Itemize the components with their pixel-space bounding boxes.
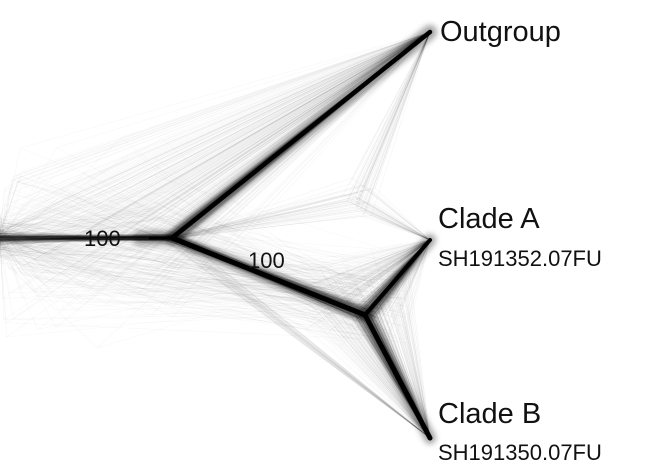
tree-sample-line: [356, 191, 431, 241]
tree-sample-line: [363, 184, 431, 241]
tree-sample-line: [356, 209, 431, 241]
tree-sample-line: [355, 202, 431, 241]
tree-sample-line: [181, 31, 431, 239]
branch-internal-ab: [169, 235, 368, 318]
tree-sample-line: [163, 31, 431, 239]
consensus-tree: [148, 29, 433, 441]
tree-sample-line: [360, 210, 431, 241]
tree-sample-line: [178, 31, 431, 239]
tree-sample-line: [167, 31, 431, 239]
tree-sample-line: [350, 183, 431, 241]
taxon-label-outgroup: Outgroup: [440, 16, 561, 48]
tree-sample-line: [365, 189, 431, 241]
tree-sample-line: [169, 31, 431, 239]
tree-sample-line: [168, 31, 431, 239]
tree-sample-line: [370, 188, 431, 241]
tree-sample-line: [346, 200, 431, 241]
tree-sample-line: [182, 31, 431, 239]
tree-sample-line: [359, 208, 431, 241]
tree-sample-line: [355, 193, 431, 241]
tree-sample-line: [355, 206, 431, 241]
tree-sample-line: [355, 200, 431, 241]
tree-sample-line: [351, 177, 431, 241]
tree-sample-line: [173, 31, 431, 239]
tree-sample-line: [365, 201, 431, 241]
accession-clade-b: SH191350.07FU: [438, 440, 602, 465]
tree-sample-line: [356, 207, 431, 241]
tree-sample-line: [358, 205, 431, 241]
tree-sample-line: [181, 31, 431, 239]
branch-outgroup: [169, 29, 433, 241]
tree-sample-line: [167, 31, 431, 239]
tree-sample-line: [364, 185, 431, 241]
taxon-label-clade-b: Clade B: [438, 398, 542, 430]
tree-sample-line: [178, 31, 431, 239]
tree-sample-line: [161, 31, 431, 239]
tree-sample-line: [173, 31, 431, 239]
tree-sample-line: [172, 31, 431, 239]
tree-sample-line: [348, 198, 431, 241]
tree-sample-line: [168, 31, 431, 239]
tree-sample-line: [352, 194, 431, 241]
taxon-label-clade-a: Clade A: [438, 203, 540, 235]
tree-sample-line: [175, 31, 431, 239]
tree-sample-line: [172, 31, 431, 239]
tree-sample-line: [182, 31, 431, 239]
tree-sample-line: [160, 31, 431, 239]
tree-sample-line: [169, 31, 431, 239]
tree-sample-line: [356, 204, 431, 241]
support-value-root: 100: [84, 226, 121, 251]
tree-sample-line: [161, 31, 431, 239]
tree-sample-line: [358, 197, 431, 241]
tree-sample-line: [162, 31, 431, 239]
tree-sample-line: [374, 187, 431, 241]
tree-sample-line: [165, 31, 431, 239]
tree-sample-line: [171, 31, 431, 239]
tree-sample-line: [347, 200, 431, 241]
tree-sample-line: [175, 31, 431, 239]
tree-sample-line: [164, 31, 431, 239]
tree-sample-line: [360, 184, 431, 241]
tree-sample-line: [358, 201, 431, 241]
tree-sample-line: [169, 31, 431, 239]
tree-sample-line: [364, 210, 431, 241]
branch-clade-b: [362, 312, 433, 441]
tree-sample-line: [356, 198, 431, 241]
tree-sample-line: [169, 31, 431, 239]
tree-sample-line: [175, 31, 431, 239]
tree-sample-line: [371, 215, 431, 241]
tree-sample-line: [161, 31, 431, 239]
tree-sample-line: [158, 31, 431, 239]
tree-sample-line: [174, 31, 431, 239]
tree-sample-line: [180, 31, 431, 239]
tree-sample-line: [365, 212, 431, 241]
support-value-ab: 100: [248, 248, 285, 273]
tree-cloud: [0, 31, 431, 439]
tree-sample-line: [183, 31, 431, 239]
tree-sample-line: [363, 214, 431, 241]
tree-sample-line: [359, 198, 431, 241]
tree-sample-line: [348, 193, 431, 241]
tree-sample-line: [164, 31, 431, 239]
tree-sample-line: [367, 201, 431, 241]
tree-sample-line: [361, 215, 431, 241]
tree-sample-line: [176, 31, 431, 239]
accession-clade-a: SH191352.07FU: [438, 246, 602, 271]
tree-sample-line: [172, 31, 431, 239]
branch-clade-a: [363, 238, 432, 317]
tree-sample-line: [350, 201, 431, 241]
tree-sample-line: [361, 208, 431, 241]
tree-sample-line: [355, 196, 431, 241]
tree-sample-line: [183, 31, 431, 239]
tree-sample-line: [172, 31, 431, 239]
tree-sample-line: [354, 196, 431, 241]
tree-sample-line: [343, 194, 431, 241]
tree-sample-line: [176, 31, 431, 239]
